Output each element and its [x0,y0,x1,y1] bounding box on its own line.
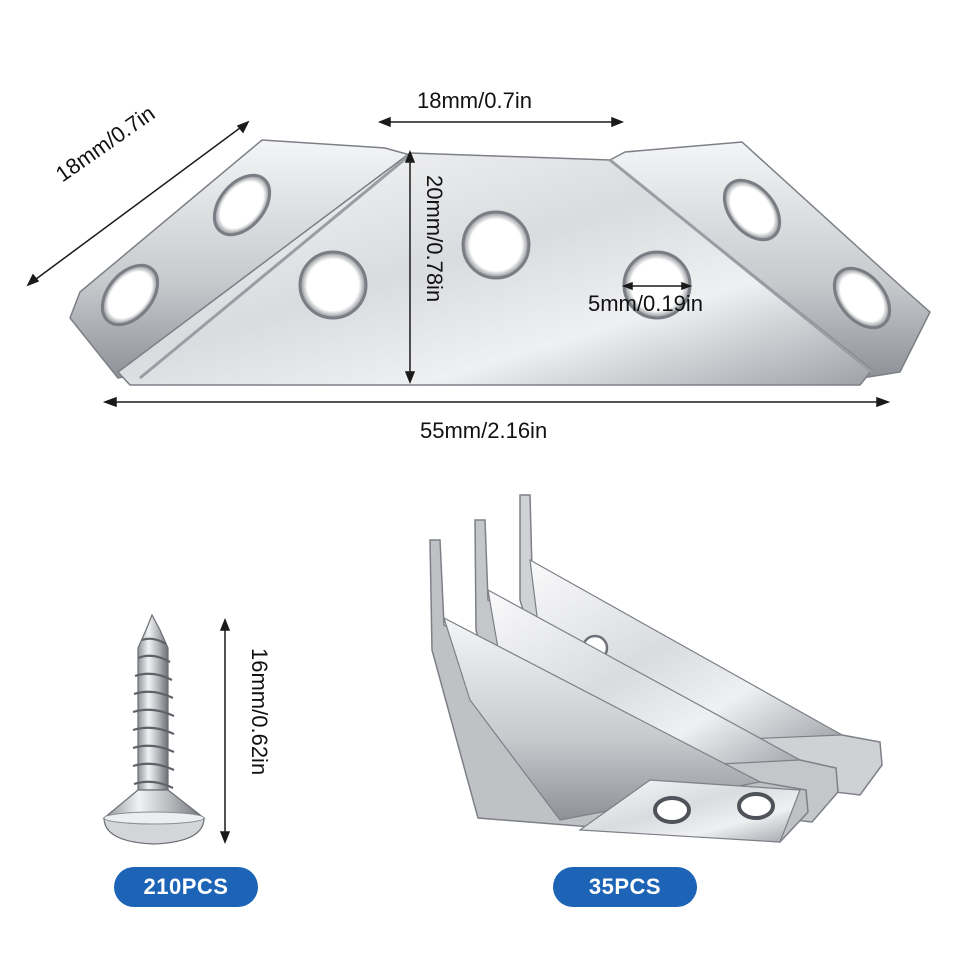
screws-quantity-badge: 210PCS [114,867,258,907]
hole-plate-left [298,250,368,320]
hole-plate-right [622,250,692,320]
hole-right-flap-top [722,178,782,242]
dimension-hole-diameter: 5mm/0.19in [588,291,703,316]
hole-right-flap-bottom [832,266,892,330]
corner-bracket-top-view [69,139,931,386]
hole-left-flap-top [212,173,272,237]
wood-screw [102,613,206,845]
dimension-screw-length: 16mm/0.62in [247,648,272,776]
dimension-total-length: 55mm/2.16in [420,418,548,443]
dimension-top-width: 18mm/0.7in [417,88,532,113]
dimension-lines [26,116,891,845]
brackets-quantity-badge: 35PCS [553,867,697,907]
stacked-corner-brackets [429,494,883,843]
dimension-height: 20mm/0.78in [422,175,447,303]
hole-plate-center [461,210,531,280]
hole-left-flap-bottom [100,263,160,327]
